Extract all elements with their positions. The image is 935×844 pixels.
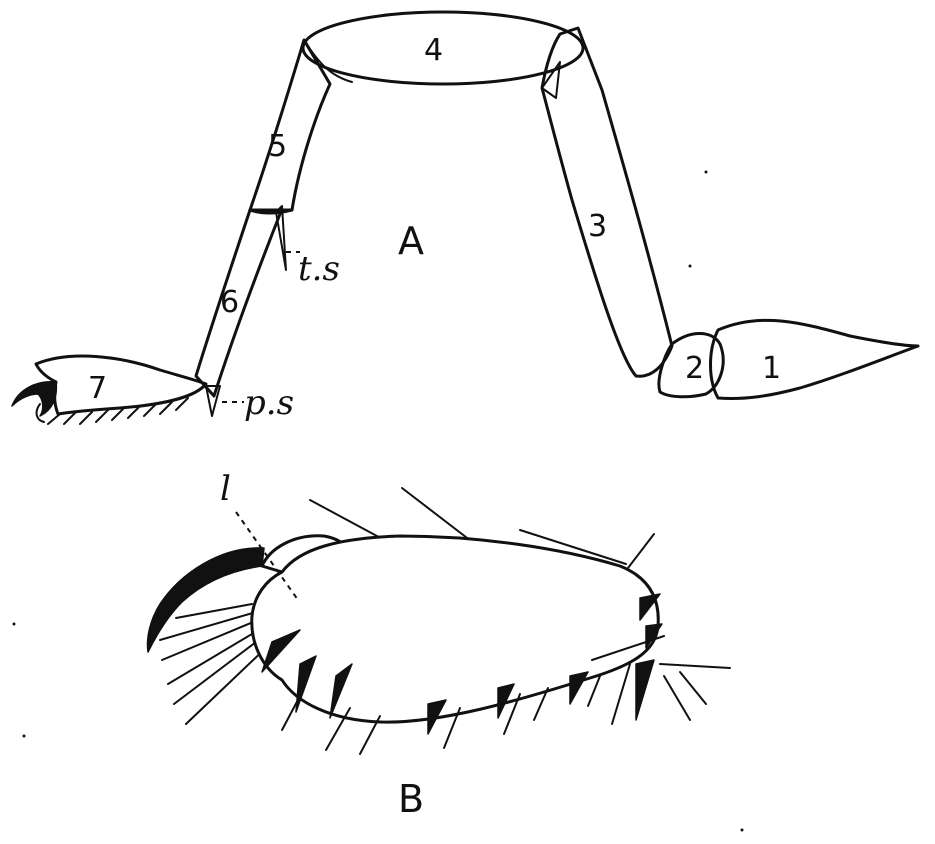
panel-b-left-setae — [159, 603, 271, 725]
segment-5-label: 5 — [268, 129, 287, 164]
claw-tip — [35, 403, 45, 423]
tibial-spur-label: t.s — [298, 249, 340, 289]
panel-b-label: B — [398, 777, 424, 821]
lobe-leader — [235, 511, 299, 601]
panel-a-label: A — [398, 219, 424, 263]
segment-7-label: 7 — [88, 371, 107, 406]
claw-hook — [11, 381, 58, 417]
segment-4-label: 4 — [424, 33, 443, 68]
panel-b-tarsus: l B — [146, 469, 731, 821]
panel-b-ventral-spines — [261, 593, 663, 735]
lobe-label: l — [220, 469, 231, 509]
tibial-spur — [275, 205, 287, 271]
segment-7-bristles — [47, 397, 189, 425]
panel-b-body — [250, 534, 660, 724]
segment-5-outline — [248, 38, 332, 212]
scan-specks — [12, 170, 744, 832]
segment-3-outline — [540, 26, 674, 378]
segment-3-joint — [541, 61, 561, 99]
segment-1-label: 1 — [762, 351, 781, 386]
segment-2-outline — [657, 332, 725, 399]
segment-6-label: 6 — [220, 285, 239, 320]
segment-5-6-joint — [248, 208, 294, 215]
segment-2-label: 2 — [685, 351, 704, 386]
panel-b-claw — [146, 547, 265, 653]
segment-1-outline — [709, 318, 920, 400]
pretarsal-spur — [205, 385, 221, 417]
panel-b-ventral-setae — [281, 635, 731, 755]
pretarsal-spur-label: p.s — [244, 383, 294, 423]
segment-3-label: 3 — [588, 209, 607, 244]
panel-a-leg: 1 2 3 4 5 6 7 t.s p.s A — [11, 10, 920, 425]
